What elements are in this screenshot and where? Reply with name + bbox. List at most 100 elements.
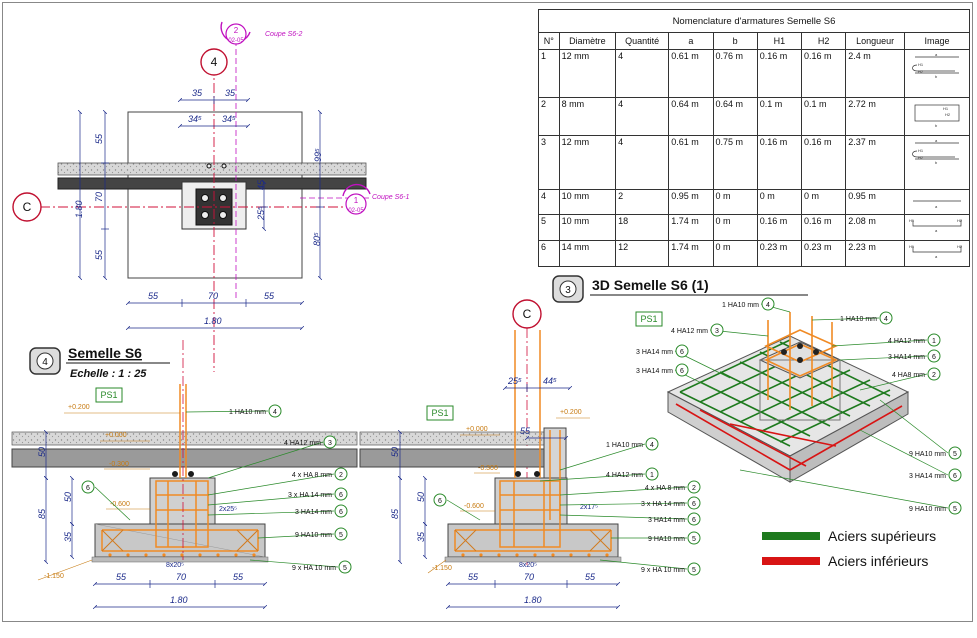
callout-number: 5 <box>343 565 347 572</box>
legend-swatch-inf <box>762 557 820 565</box>
level-000-mid: +0.000 <box>466 426 488 433</box>
section-label-top: Coupe S6-2 <box>265 31 302 38</box>
svg-text:02-05: 02-05 <box>228 38 244 44</box>
callout-text: 1 HA10 mm <box>606 442 643 449</box>
callout-number: 2 <box>339 472 343 479</box>
dim-top-35b: 35 <box>225 88 236 98</box>
table-header-2: Quantité <box>615 32 670 50</box>
rebar-callout: 59 HA10 mm <box>611 531 701 545</box>
shape-label: a <box>935 254 938 259</box>
level-200-mid: +0.200 <box>560 409 582 416</box>
table-cell: 1.74 m <box>668 240 714 267</box>
table-cell: 0.16 m <box>801 135 847 191</box>
plan-slab <box>57 162 367 176</box>
table-cell: 4 <box>615 96 670 137</box>
callout-text: 9 HA10 mm <box>909 506 946 513</box>
section-left: 4 Semelle S6 Echelle : 1 : 25 <box>11 340 358 607</box>
rebar-callout: 59 HA10 mm <box>879 399 962 460</box>
legend-swatch-sup <box>762 532 820 540</box>
callout-text: 3 HA14 mm <box>636 349 673 356</box>
ps-label-3d: PS1 <box>640 314 657 324</box>
dim-mid-h180: 1.80 <box>524 595 542 605</box>
table-cell: 14 mm <box>558 240 617 267</box>
rebar-callout: 24 x HA 8 mm <box>207 467 348 496</box>
callout-text: 4 HA12 mm <box>888 338 925 345</box>
callout-text: 1 HA10 mm <box>722 302 759 309</box>
dim-mid-v35: 35 <box>416 531 426 542</box>
callout-text: 3 HA14 mm <box>888 354 925 361</box>
section-marker-top: 2 02-05 Coupe S6-2 <box>220 21 302 45</box>
level-200-left: +0.200 <box>68 404 90 411</box>
dim-bot-70: 70 <box>208 291 218 301</box>
callout-number: 6 <box>680 349 684 356</box>
table-title: Nomenclature d'armatures Semelle S6 <box>538 9 970 33</box>
table-header-7: Longueur <box>845 32 905 50</box>
dim-right-80: 80⁵ <box>312 232 322 246</box>
rebar-callout: 63 HA14 mm <box>207 504 348 518</box>
callout-bubble <box>338 560 352 574</box>
table-header-8: Image <box>904 32 970 50</box>
shape-label: H1 <box>918 62 924 67</box>
plan-dimensions <box>80 96 324 328</box>
callout-bubble <box>334 504 348 518</box>
rebar-callout: 6 3 HA14 mm <box>636 344 731 379</box>
section-title-3d: 3D Semelle S6 (1) <box>592 277 709 293</box>
table-cell: 0 m <box>756 189 803 216</box>
callout-text: 9 x HA 10 mm <box>641 567 685 574</box>
dim-left-v85: 85 <box>37 508 47 519</box>
callout-number: 1 <box>650 472 654 479</box>
rebar-callout: 6 <box>81 480 131 521</box>
dim-left-h55b: 55 <box>233 572 244 582</box>
table-cell: 0.1 m <box>801 96 847 137</box>
callout-bubble <box>687 531 701 545</box>
callout-text: 9 HA10 mm <box>909 451 946 458</box>
plan-anchor-bolts <box>201 163 227 219</box>
dim-bot-180: 1.80 <box>204 316 222 326</box>
callout-text: 4 HA12 mm <box>606 472 643 479</box>
dim-mid-v85: 85 <box>390 508 400 519</box>
callout-bubble <box>687 512 701 526</box>
callout-bubble <box>687 562 701 576</box>
table-cell: 0.61 m <box>668 49 714 98</box>
table-cell: 10 mm <box>558 214 617 242</box>
callout-number: 3 <box>328 440 332 447</box>
beam-mid <box>359 448 551 468</box>
rebar-callout: 59 HA10 mm <box>257 527 348 541</box>
table-cell: 0.76 m <box>712 49 758 98</box>
table-cell: 0.16 m <box>756 214 803 242</box>
callout-number: 5 <box>692 567 696 574</box>
dim-left-180: 1.80 <box>74 200 84 218</box>
dim-bot-55b: 55 <box>264 291 275 301</box>
callout-bubble <box>675 363 689 377</box>
callout-number: 6 <box>86 485 90 492</box>
dim-right-25: 25⁵ <box>256 206 266 221</box>
shape-label: H2 <box>945 112 951 117</box>
ps-label-left: PS1 <box>100 390 117 400</box>
table-cell: 4 <box>615 135 670 191</box>
table-cell: 8 mm <box>558 96 617 137</box>
section-title-left: Semelle S6 <box>68 345 142 361</box>
dim-left-h70: 70 <box>176 572 186 582</box>
callout-bubble <box>81 480 95 494</box>
rebar-callout: 63 HA14 mm <box>839 349 941 363</box>
callout-number: 5 <box>953 506 957 513</box>
table-cell: 0 m <box>712 240 758 267</box>
callout-bubble <box>645 467 659 481</box>
table-cell: 1.74 m <box>668 214 714 242</box>
level-600-left: -0.600 <box>110 501 130 508</box>
callout-text: 9 x HA 10 mm <box>292 565 336 572</box>
rebar-mid <box>454 330 612 552</box>
callout-number: 6 <box>692 517 696 524</box>
dim-mid-top25: 25⁵ <box>507 376 522 386</box>
rebar-callout: 24 x HA 8 mm <box>559 480 701 496</box>
table-shape-image: a <box>904 189 970 216</box>
callout-bubble <box>334 527 348 541</box>
beam-left <box>11 448 358 468</box>
title-badge-num-left: 4 <box>42 357 48 368</box>
rebar-callout: 14 HA12 mm <box>831 333 941 347</box>
level-000-left: +0.000 <box>105 432 127 439</box>
callout-text: 3 HA14 mm <box>295 509 332 516</box>
